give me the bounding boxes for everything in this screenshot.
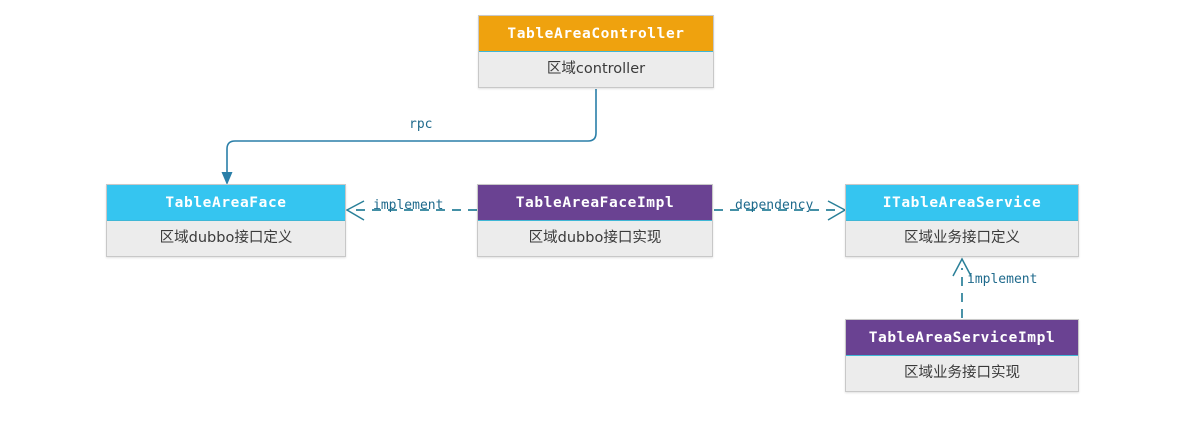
uml-node-table-area-controller[interactable]: TableAreaController 区域controller — [478, 15, 714, 88]
node-subtitle-table-area-controller: 区域controller — [479, 52, 713, 87]
edge-label-rpc: rpc — [409, 117, 433, 132]
node-title-table-area-face-impl: TableAreaFaceImpl — [478, 185, 712, 221]
edge-label-dependency: dependency — [735, 198, 814, 213]
edge-label-implement-service: implement — [967, 272, 1038, 287]
node-title-itable-area-service: ITableAreaService — [846, 185, 1078, 221]
uml-node-table-area-face[interactable]: TableAreaFace 区域dubbo接口定义 — [106, 184, 346, 257]
edge-implement-face-arrowhead — [345, 200, 365, 221]
node-subtitle-table-area-face: 区域dubbo接口定义 — [107, 221, 345, 256]
node-subtitle-table-area-service-impl: 区域业务接口实现 — [846, 356, 1078, 391]
node-subtitle-itable-area-service: 区域业务接口定义 — [846, 221, 1078, 256]
node-title-table-area-controller: TableAreaController — [479, 16, 713, 52]
edge-dependency-arrowhead — [827, 200, 847, 221]
uml-node-table-area-face-impl[interactable]: TableAreaFaceImpl 区域dubbo接口实现 — [477, 184, 713, 257]
node-subtitle-table-area-face-impl: 区域dubbo接口实现 — [478, 221, 712, 256]
uml-node-itable-area-service[interactable]: ITableAreaService 区域业务接口定义 — [845, 184, 1079, 257]
uml-node-table-area-service-impl[interactable]: TableAreaServiceImpl 区域业务接口实现 — [845, 319, 1079, 392]
edge-label-implement-face: implement — [373, 198, 444, 213]
edge-rpc-line — [226, 89, 597, 178]
node-title-table-area-service-impl: TableAreaServiceImpl — [846, 320, 1078, 356]
node-title-table-area-face: TableAreaFace — [107, 185, 345, 221]
